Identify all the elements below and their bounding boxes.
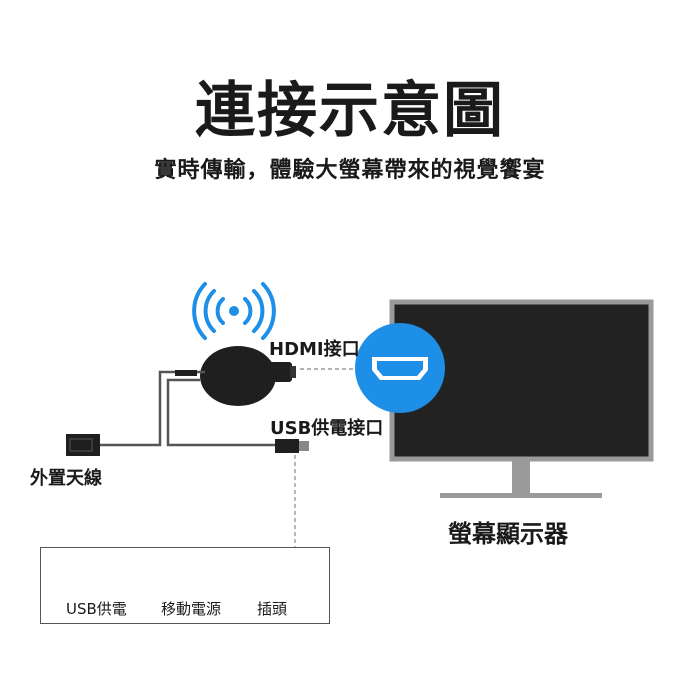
cable-bead bbox=[175, 370, 197, 376]
power-option-usb-label: USB供電 bbox=[66, 600, 127, 618]
wifi-dongle bbox=[200, 346, 296, 406]
page-title: 連接示意圖 bbox=[195, 76, 505, 146]
wifi-signal-icon bbox=[192, 282, 276, 340]
hdmi-port-label: HDMI接口 bbox=[269, 339, 360, 360]
hdmi-port-icon bbox=[355, 323, 445, 413]
power-option-plug-label: 插頭 bbox=[257, 600, 288, 618]
antenna-label: 外置天線 bbox=[30, 468, 102, 489]
monitor-label: 螢幕顯示器 bbox=[448, 520, 568, 548]
usb-port-label: USB供電接口 bbox=[270, 418, 384, 439]
dashed-connectors bbox=[294, 368, 355, 548]
monitor-stand-neck bbox=[512, 459, 530, 495]
usb-port-icon bbox=[275, 439, 309, 453]
power-option-powerbank-label: 移動電源 bbox=[161, 600, 222, 618]
monitor-stand-base bbox=[440, 493, 602, 498]
page-subtitle: 實時傳輸，體驗大螢幕帶來的視覺饗宴 bbox=[154, 158, 546, 183]
power-options-box bbox=[40, 547, 330, 624]
antenna-connector bbox=[66, 434, 100, 456]
